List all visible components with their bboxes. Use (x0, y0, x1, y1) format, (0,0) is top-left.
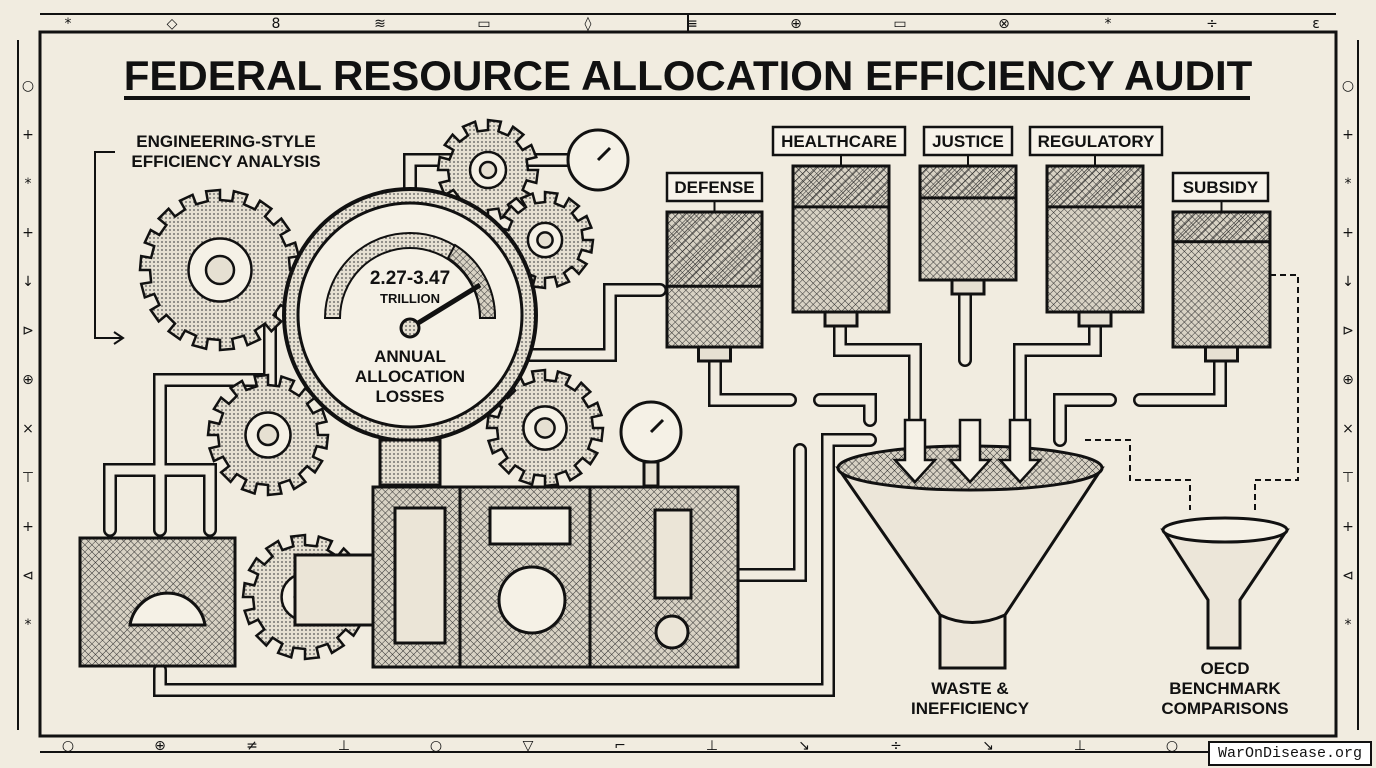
gear-icon (485, 368, 605, 488)
svg-text:⊥: ⊥ (1074, 738, 1086, 754)
svg-text:↘: ↘ (798, 738, 810, 754)
tank-label: REGULATORY (1038, 132, 1155, 151)
svg-text:⊤: ⊤ (22, 470, 34, 486)
oecd-label-1: OECD (1200, 659, 1249, 678)
svg-text:*: * (1345, 176, 1352, 192)
flow-arrows (892, 418, 1043, 484)
svg-text:○: ○ (1166, 738, 1178, 754)
svg-text:⊳: ⊳ (1342, 323, 1354, 339)
page-title: FEDERAL RESOURCE ALLOCATION EFFICIENCY A… (124, 52, 1253, 99)
main-gauge (282, 187, 538, 487)
tank-label: SUBSIDY (1183, 178, 1259, 197)
svg-text:○: ○ (62, 738, 74, 754)
svg-text:+: + (1342, 519, 1354, 535)
svg-text:⊲: ⊲ (1342, 568, 1354, 584)
svg-text:*: * (1345, 617, 1352, 633)
tank-regulatory: REGULATORY (1028, 125, 1164, 328)
svg-text:⊕: ⊕ (1342, 372, 1354, 388)
subtitle-line-2: EFFICIENCY ANALYSIS (131, 152, 320, 171)
oecd-label-3: COMPARISONS (1161, 699, 1288, 718)
svg-text:⌐: ⌐ (614, 738, 626, 754)
gauge-unit: TRILLION (380, 291, 440, 306)
svg-text:○: ○ (1342, 78, 1354, 94)
svg-text:≋: ≋ (374, 16, 386, 32)
svg-text:◇: ◇ (167, 16, 178, 32)
svg-text:⊗: ⊗ (998, 16, 1010, 32)
tank-label: JUSTICE (932, 132, 1004, 151)
gauge-label-1: ANNUAL (374, 347, 446, 366)
svg-text:⊥: ⊥ (706, 738, 718, 754)
svg-text:◊: ◊ (585, 16, 592, 32)
tank-label: HEALTHCARE (781, 132, 897, 151)
tanks: DEFENSE HEALTHCARE JUSTICE REGULATORY SUBSID… (665, 125, 1272, 363)
waste-label-1: WASTE & (931, 679, 1008, 698)
tank-healthcare: HEALTHCARE (771, 125, 907, 328)
svg-text:⊲: ⊲ (22, 568, 34, 584)
tank-subsidy: SUBSIDY (1171, 171, 1272, 363)
svg-text:↓: ↓ (1342, 274, 1354, 290)
gauge-label-2: ALLOCATION (355, 367, 465, 386)
svg-text:×: × (1342, 421, 1354, 437)
svg-text:*: * (25, 176, 32, 192)
border-symbols: * ◇ 8 ≋ ▭ ◊ ≡ ⊕ ▭ ⊗ * ÷ ε ○ ⊕ ≠ ⊥ ○ ▽ ⌐ ⊥ ↘ ÷ ↘ ⊥ ○ ○ ○ + + * * + + ↓ ↓ ⊳ ⊳ ⊕ ⊕… (22, 14, 1354, 754)
machinery (78, 485, 740, 669)
svg-text:○: ○ (22, 78, 34, 94)
svg-text:▭: ▭ (893, 16, 906, 32)
small-pressure-gauge (566, 128, 683, 488)
gauge-label-3: LOSSES (376, 387, 445, 406)
svg-text:*: * (65, 16, 72, 32)
svg-text:⊕: ⊕ (154, 738, 166, 754)
svg-text:+: + (22, 225, 34, 241)
gear-icon (206, 373, 330, 497)
svg-text:+: + (1342, 127, 1354, 143)
svg-text:×: × (22, 421, 34, 437)
tank-justice: JUSTICE (918, 125, 1018, 296)
svg-text:÷: ÷ (890, 738, 902, 754)
svg-text:↘: ↘ (982, 738, 994, 754)
svg-text:↓: ↓ (22, 274, 34, 290)
svg-text:⊳: ⊳ (22, 323, 34, 339)
svg-text:8: 8 (272, 16, 281, 32)
svg-text:▭: ▭ (477, 16, 490, 32)
waste-label-2: INEFFICIENCY (911, 699, 1030, 718)
svg-text:▽: ▽ (523, 738, 534, 754)
svg-text:⊥: ⊥ (338, 738, 350, 754)
svg-text:⊕: ⊕ (790, 16, 802, 32)
svg-text:*: * (25, 617, 32, 633)
svg-text:≠: ≠ (246, 738, 258, 754)
frame (17, 13, 1359, 753)
svg-text:÷: ÷ (1206, 16, 1218, 32)
svg-text:⊕: ⊕ (22, 372, 34, 388)
tank-defense: DEFENSE (665, 171, 764, 363)
svg-text:+: + (22, 519, 34, 535)
watermark: WarOnDisease.org (1207, 741, 1372, 766)
svg-text:⊤: ⊤ (1342, 470, 1354, 486)
svg-text:≡: ≡ (686, 16, 698, 32)
dashed-pipes (1085, 274, 1299, 510)
tank-label: DEFENSE (674, 178, 754, 197)
oecd-funnel (1160, 516, 1290, 650)
gear-icon (138, 188, 302, 352)
svg-text:+: + (22, 127, 34, 143)
svg-text:ε: ε (1312, 16, 1320, 32)
svg-text:*: * (1105, 16, 1112, 32)
oecd-label-2: BENCHMARK (1169, 679, 1281, 698)
subtitle-arrow (94, 151, 125, 345)
subtitle-line-1: ENGINEERING-STYLE (136, 132, 315, 151)
svg-text:+: + (1342, 225, 1354, 241)
svg-text:○: ○ (430, 738, 442, 754)
gauge-value: 2.27-3.47 (370, 268, 450, 289)
